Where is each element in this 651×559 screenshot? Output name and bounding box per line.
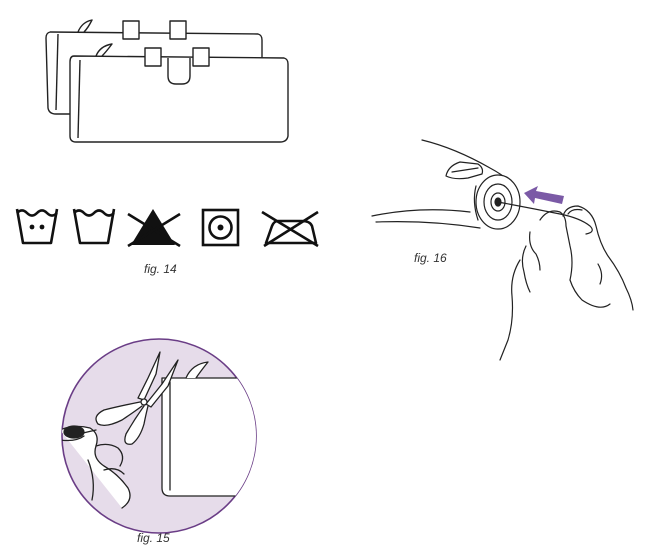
wash-30-icon xyxy=(15,208,59,245)
label-square xyxy=(122,20,140,40)
label-square xyxy=(144,47,162,67)
label-square xyxy=(192,47,210,67)
thread xyxy=(497,201,593,235)
label-square xyxy=(169,20,187,40)
front-pillow xyxy=(69,55,289,143)
do-not-iron-icon xyxy=(261,210,319,248)
front-pillow-tag xyxy=(95,43,113,57)
cut-label-illustration xyxy=(61,338,257,534)
caption-fig-14: fig. 14 xyxy=(144,262,177,276)
hand xyxy=(62,425,131,509)
scissors-blade xyxy=(137,351,161,401)
threading-illustration xyxy=(371,139,634,361)
insertion-arrow xyxy=(524,186,564,204)
back-pillow-tag xyxy=(77,19,93,33)
scissors-handle xyxy=(124,405,149,445)
pillow-notch xyxy=(167,58,191,85)
scissors-blade xyxy=(145,359,179,408)
palm-edge xyxy=(499,259,521,361)
hand-wash-icon xyxy=(72,208,116,245)
back-pillow xyxy=(45,31,263,115)
scissors-handle xyxy=(95,401,143,426)
tumble-dry-low-icon xyxy=(201,208,240,247)
caption-fig-15: fig. 15 xyxy=(137,531,170,545)
thumb xyxy=(562,205,634,311)
pillowcases-illustration xyxy=(45,19,289,143)
caption-fig-16: fig. 16 xyxy=(414,251,447,265)
pillow-corner xyxy=(161,377,256,497)
pillow-tag xyxy=(185,361,209,379)
do-not-bleach-icon xyxy=(127,209,181,248)
index-finger xyxy=(539,210,573,281)
